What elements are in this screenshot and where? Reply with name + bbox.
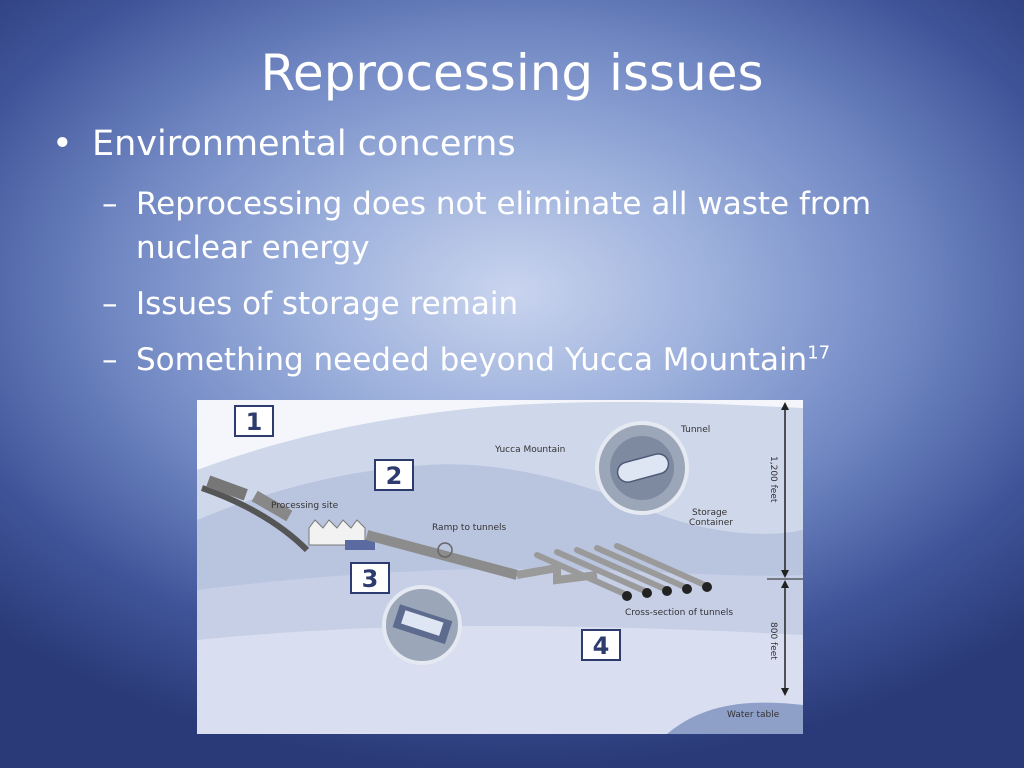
railway-track bbox=[201, 485, 310, 553]
label-cross-section: Cross-section of tunnels bbox=[625, 608, 733, 618]
footnote-reference: 17 bbox=[807, 342, 831, 364]
bullet-list: • Environmental concerns – Reprocessing … bbox=[52, 118, 992, 382]
bullet-environmental-concerns: • Environmental concerns bbox=[52, 118, 992, 170]
step-1: 1 bbox=[234, 405, 274, 437]
ramp-to-tunnels bbox=[365, 530, 519, 580]
label-container: Container bbox=[689, 518, 733, 528]
step-3: 3 bbox=[350, 562, 390, 594]
label-ramp: Ramp to tunnels bbox=[432, 523, 506, 533]
label-water-table: Water table bbox=[727, 710, 780, 720]
svg-text:3: 3 bbox=[362, 565, 379, 593]
sub-bullet-reprocessing: – Reprocessing does not eliminate all wa… bbox=[52, 182, 992, 270]
yucca-mountain-diagram: Yucca Mountain Tunnel Processing site Ra… bbox=[197, 400, 803, 734]
label-yucca-mountain: Yucca Mountain bbox=[494, 445, 565, 455]
sub-bullet-dash: – bbox=[102, 342, 118, 378]
sub-bullet-storage: – Issues of storage remain bbox=[52, 282, 992, 326]
svg-text:2: 2 bbox=[386, 462, 403, 490]
label-depth-upper: 1,200 feet bbox=[768, 456, 778, 503]
storage-tunnels bbox=[534, 543, 710, 598]
label-depth-lower: 800 feet bbox=[768, 622, 778, 660]
svg-text:4: 4 bbox=[593, 632, 610, 660]
step-4: 4 bbox=[581, 629, 621, 661]
water-table bbox=[667, 702, 803, 734]
step-2: 2 bbox=[374, 459, 414, 491]
sub-bullet-text: Something needed beyond Yucca Mountain bbox=[136, 342, 808, 378]
sub-bullet-yucca: – Something needed beyond Yucca Mountain… bbox=[52, 338, 992, 382]
tunnel-ends bbox=[622, 582, 712, 601]
label-processing-site: Processing site bbox=[271, 501, 339, 511]
sub-bullet-text: Issues of storage remain bbox=[136, 286, 519, 322]
bullet-text: Environmental concerns bbox=[92, 124, 516, 164]
label-tunnel: Tunnel bbox=[680, 425, 710, 435]
sub-bullet-dash: – bbox=[102, 186, 118, 222]
lower-layer bbox=[197, 625, 803, 734]
bullet-dot: • bbox=[52, 124, 73, 164]
storage-container bbox=[616, 453, 670, 483]
train bbox=[206, 475, 248, 501]
slide-title: Reprocessing issues bbox=[260, 44, 764, 102]
svg-text:1: 1 bbox=[246, 408, 263, 436]
label-storage: Storage bbox=[692, 508, 728, 518]
sub-bullet-dash: – bbox=[102, 286, 118, 322]
truck bbox=[345, 540, 375, 550]
sub-bullet-text: Reprocessing does not eliminate all wast… bbox=[136, 186, 872, 266]
